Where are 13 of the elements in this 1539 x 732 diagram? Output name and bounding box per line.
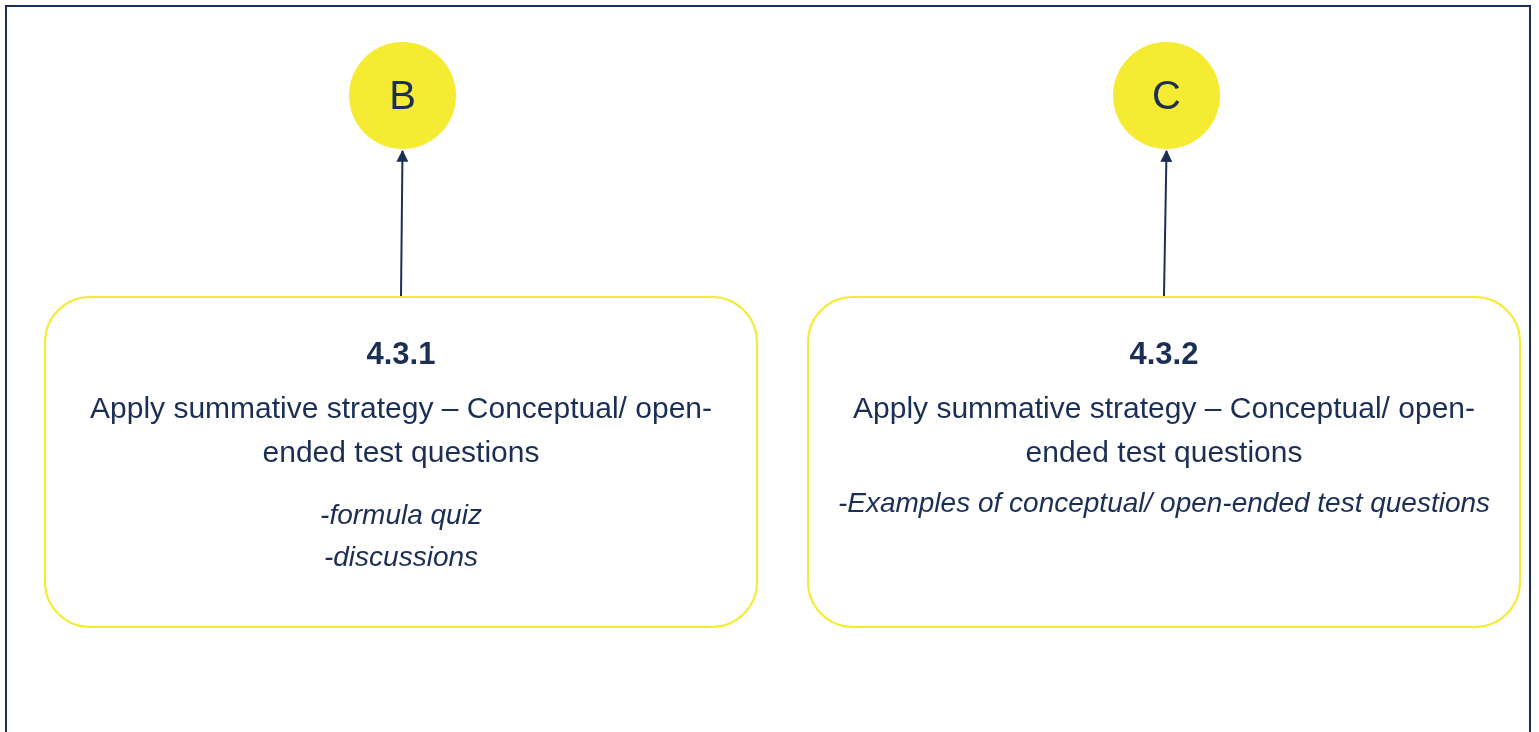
example-text: -Examples of conceptual/ open-ended test questions [837, 486, 1491, 520]
example-text: -formula quiz [320, 498, 482, 532]
arrow [396, 149, 409, 297]
rounded-box [807, 296, 1521, 628]
example-text: -discussions [323, 540, 479, 574]
box-number: 4.3.2 [1129, 336, 1199, 372]
arrow [1160, 149, 1173, 297]
box-title: Apply summative strategy – Conceptual/ open-ended test questions [89, 390, 713, 470]
box-number: 4.3.1 [366, 336, 436, 372]
rounded-box [44, 296, 758, 628]
box-title: Apply summative strategy – Conceptual/ open-ended test questions [852, 390, 1476, 470]
circle-label: B [389, 73, 416, 118]
circle-label: C [1152, 73, 1181, 118]
